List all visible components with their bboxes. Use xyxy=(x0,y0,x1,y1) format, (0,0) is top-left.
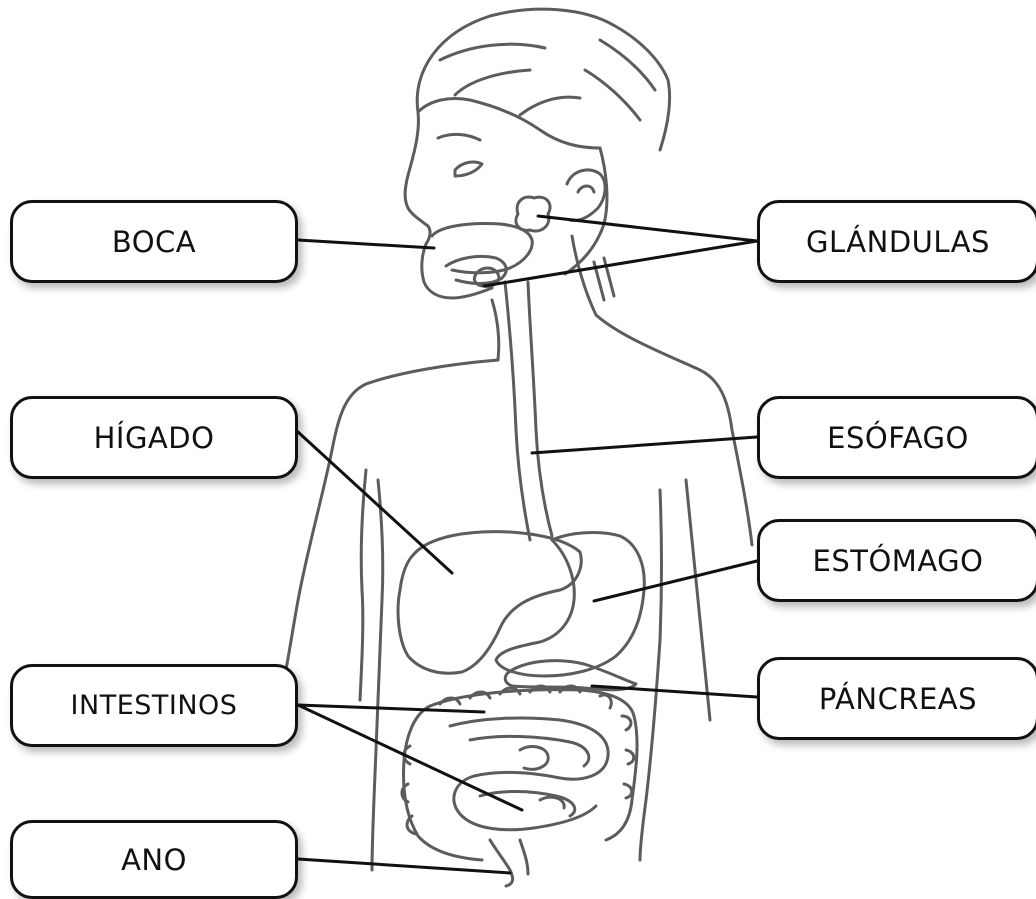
arm-right-inner xyxy=(686,480,710,720)
hair-outline xyxy=(417,9,669,150)
rectum xyxy=(490,840,528,886)
leader-line-intestinos-lower xyxy=(298,705,522,810)
salivary-gland-parotid xyxy=(516,197,550,231)
liver xyxy=(398,532,581,674)
hair-lower xyxy=(418,99,600,149)
leader-line-glandulas-lower xyxy=(484,241,757,286)
leader-line-intestinos-upper xyxy=(298,705,484,712)
small-intestine xyxy=(450,718,608,830)
shoulder-right xyxy=(596,315,752,545)
label-esofago: ESÓFAGO xyxy=(757,396,1036,479)
body-figure xyxy=(284,9,752,886)
label-glandulas: GLÁNDULAS xyxy=(757,200,1036,283)
hair-strands xyxy=(440,40,655,120)
label-intestinos: INTESTINOS xyxy=(10,664,298,747)
label-ano: ANO xyxy=(10,820,298,899)
leader-line-pancreas xyxy=(592,686,757,697)
torso-left xyxy=(372,480,383,870)
eyebrow xyxy=(438,134,480,140)
eye xyxy=(455,162,482,176)
torso-right xyxy=(640,490,662,860)
label-higado: HÍGADO xyxy=(10,396,298,479)
face-profile xyxy=(405,112,430,244)
shoulder-left xyxy=(284,360,498,680)
label-estomago: ESTÓMAGO xyxy=(757,519,1036,602)
leader-line-esofago xyxy=(532,437,757,453)
large-intestine xyxy=(404,690,638,860)
esophagus xyxy=(505,282,552,540)
leader-line-boca xyxy=(298,240,434,248)
label-boca: BOCA xyxy=(10,200,298,283)
leader-line-estomago xyxy=(594,561,757,601)
arm-left-inner xyxy=(360,470,366,700)
ear xyxy=(567,170,605,220)
neck-front xyxy=(492,300,499,360)
label-pancreas: PÁNCREAS xyxy=(757,657,1036,740)
large-intestine-bumps xyxy=(402,686,634,834)
ear-inner xyxy=(578,186,594,192)
jaw xyxy=(565,148,607,274)
